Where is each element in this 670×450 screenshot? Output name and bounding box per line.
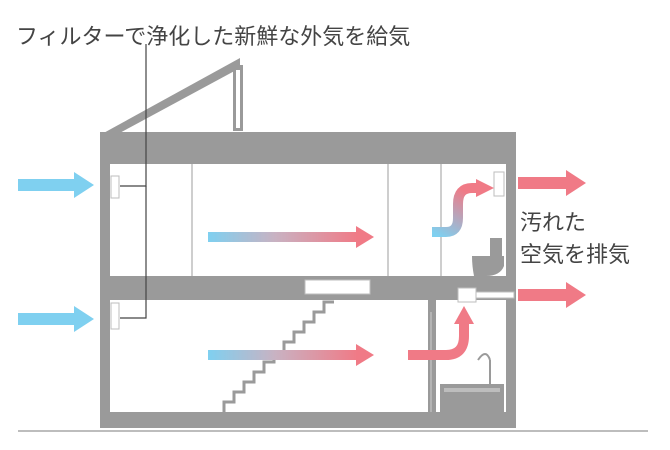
label-leader-lines [120, 44, 147, 319]
exhaust-label-line2: 空気を排気 [520, 243, 630, 268]
exhaust-label-line1: 汚れた [520, 211, 586, 236]
curved-flow-arrow-lower [408, 306, 474, 360]
exhaust-arrow-lower [518, 282, 586, 308]
bathtub [440, 353, 504, 412]
curved-flow-arrow-upper [432, 179, 494, 237]
roof [100, 58, 240, 135]
house-section [100, 132, 516, 428]
air-flow-arrow-upper [208, 226, 374, 248]
toilet [472, 238, 504, 276]
fresh-air-arrow-lower [18, 306, 94, 332]
air-flow-arrow-lower [208, 344, 374, 366]
supply-label: フィルターで浄化した新鮮な外気を給気 [16, 25, 410, 50]
fresh-air-arrow-upper [18, 172, 94, 198]
exhaust-arrow-upper [518, 170, 586, 196]
